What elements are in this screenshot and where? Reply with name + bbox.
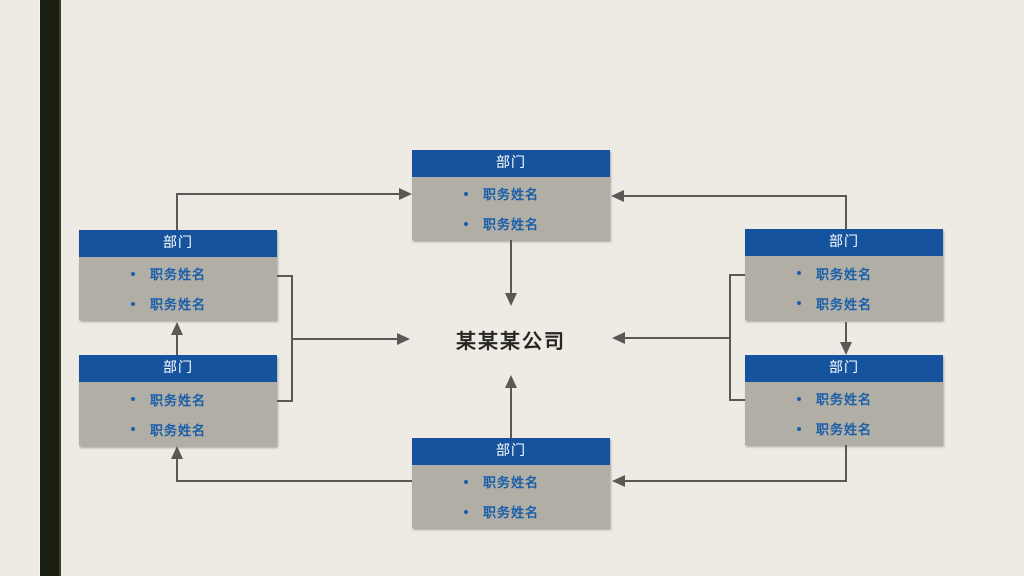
position-item: 职务姓名 [464,502,610,521]
bullet-icon [131,301,135,306]
bullet-icon [464,479,468,484]
position-item-label: 职务姓名 [483,476,540,491]
position-item-label: 职务姓名 [483,506,540,521]
left-accent-bar [39,0,61,576]
position-item: 职务姓名 [797,389,943,408]
position-item: 职务姓名 [464,214,610,233]
department-box-body: 职务姓名 职务姓名 [745,382,943,445]
department-box-body: 职务姓名 职务姓名 [79,257,277,320]
position-item: 职务姓名 [797,419,943,438]
position-item-label: 职务姓名 [150,298,207,313]
position-item: 职务姓名 [131,294,277,313]
position-item: 职务姓名 [131,390,277,409]
department-box-body: 职务姓名 职务姓名 [412,465,610,528]
position-item-label: 职务姓名 [483,218,540,233]
bullet-icon [797,271,801,275]
position-item-label: 职务姓名 [483,188,540,203]
position-item: 职务姓名 [464,184,610,203]
bullet-icon [797,301,801,305]
bullet-icon [797,426,801,431]
department-box-body: 职务姓名 职务姓名 [745,256,943,320]
bullet-icon [131,397,135,401]
bullet-icon [464,191,468,196]
department-box-header: 部门 [745,355,943,382]
department-box-right-upper: 部门 职务姓名 职务姓名 [745,229,943,320]
bullet-icon [131,427,135,431]
department-box-right-lower: 部门 职务姓名 职务姓名 [745,355,943,445]
position-item-label: 职务姓名 [150,423,207,439]
department-box-body: 职务姓名 职务姓名 [79,382,277,446]
position-item-label: 职务姓名 [150,268,207,283]
bullet-icon [131,271,135,276]
position-item-label: 职务姓名 [816,267,873,283]
department-box-top: 部门 职务姓名 职务姓名 [412,150,610,240]
company-title: 某某某公司 [456,329,566,353]
position-item-label: 职务姓名 [816,297,873,313]
department-box-header: 部门 [412,438,610,465]
position-item: 职务姓名 [131,420,277,439]
bullet-icon [797,396,801,401]
position-item: 职务姓名 [131,264,277,283]
department-box-bottom: 部门 职务姓名 职务姓名 [412,438,610,528]
department-box-header: 部门 [745,229,943,256]
department-box-header: 部门 [412,150,610,177]
position-item-label: 职务姓名 [816,423,873,438]
department-box-header: 部门 [79,355,277,382]
position-item-label: 职务姓名 [816,393,873,408]
position-item: 职务姓名 [797,264,943,283]
department-box-header: 部门 [79,230,277,257]
position-item: 职务姓名 [797,294,943,313]
bullet-icon [464,509,468,514]
department-box-left-upper: 部门 职务姓名 职务姓名 [79,230,277,320]
department-box-left-lower: 部门 职务姓名 职务姓名 [79,355,277,446]
position-item: 职务姓名 [464,472,610,491]
bullet-icon [464,221,468,226]
department-box-body: 职务姓名 职务姓名 [412,177,610,240]
position-item-label: 职务姓名 [150,393,207,409]
